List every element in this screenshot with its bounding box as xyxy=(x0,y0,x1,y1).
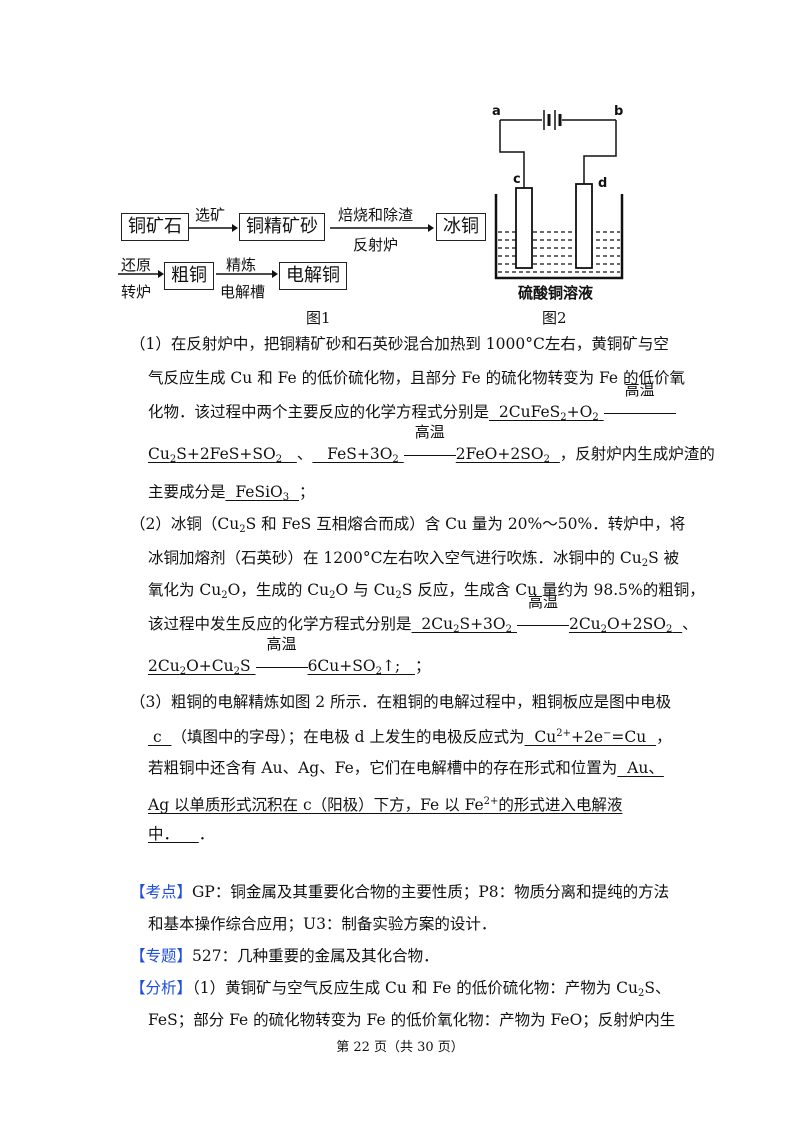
flow-box-concentrate: 铜精矿砂 xyxy=(239,213,325,241)
terminal-a-label: a xyxy=(492,104,501,119)
arrow-label-refining: 精炼 xyxy=(226,256,257,274)
electrode-c-label: c xyxy=(513,172,521,187)
kaodian-tag: 【考点】 xyxy=(130,883,193,901)
zhuanti-line: 【专题】527：几种重要的金属及其化合物． xyxy=(130,947,439,965)
q1-line2: 气反应生成 Cu 和 Fe 的低价硫化物，且部分 Fe 的硫化物转变为 Fe 的… xyxy=(148,369,685,387)
electrode-d xyxy=(575,183,593,269)
q3-answer-part2: Ag 以单质形式沉积在 c（阳极）下方，Fe 以 Fe2+的形式进入电解液 xyxy=(148,796,623,814)
q1-line1: （1）在反射炉中，把铜精矿砂和石英砂混合加热到 1000°C左右，黄铜矿与空 xyxy=(130,335,669,353)
flow-box-electrolytic-copper: 电解铜 xyxy=(279,262,347,290)
flow-box-ore: 铜矿石 xyxy=(121,213,189,241)
q3-line2: c （填图中的字母）；在电极 d 上发生的电极反应式为 Cu2++2e−=Cu … xyxy=(148,722,672,749)
flow-box-matte: 冰铜 xyxy=(436,213,486,241)
arrow-label-roasting: 焙烧和除渣 xyxy=(338,206,414,224)
arrow-icon xyxy=(330,224,434,232)
q3-answer-half-reaction: Cu2++2e−=Cu xyxy=(534,728,647,746)
arrow-label-electrolytic-cell: 电解槽 xyxy=(220,283,266,301)
q3-line1: （3）粗铜的电解精炼如图 2 所示．在粗铜的电解过程中，粗铜板应是图中电极 xyxy=(130,693,672,711)
q1-answer-eq1-part1: 2CuFeS2+O2 xyxy=(489,403,599,423)
arrow-label-converter: 转炉 xyxy=(121,283,152,301)
electrolysis-apparatus-diagram xyxy=(494,110,624,280)
figure-1-caption: 图1 xyxy=(306,309,331,327)
q1-line5: 主要成分是 FeSiO3 ； xyxy=(148,483,315,503)
flow-box-crude-copper: 粗铜 xyxy=(164,262,214,290)
solution-label: 硫酸铜溶液 xyxy=(518,284,594,302)
battery-icon xyxy=(543,110,562,130)
q2-line2: 冰铜加熔剂（石英砂）在 1200°C左右吹入空气进行吹炼．冰铜中的 Cu2S 被 xyxy=(148,549,680,569)
q2-line1: （2）冰铜（Cu2S 和 FeS 互相熔合而成）含 Cu 量为 20%～50%．… xyxy=(130,515,686,535)
q3-line3: 若粗铜中还含有 Au、Ag、Fe，它们在电解槽中的存在形式和位置为 Au、 xyxy=(148,759,664,777)
q1-answer-eq1-part2: Cu2S+2FeS+SO2 xyxy=(148,445,283,465)
fenxi-line2: FeS；部分 Fe 的硫化物转变为 Fe 的低价氧化物：产物为 FeO；反射炉内… xyxy=(148,1011,676,1029)
q3-line5: 中． ． xyxy=(148,825,215,843)
q1-answer-slag: FeSiO3 xyxy=(235,483,290,503)
q2-line3: 氧化为 Cu2O，生成的 Cu2O 与 Cu2S 反应，生成含 Cu 量约为 9… xyxy=(148,581,705,601)
arrow-label-beneficiation: 选矿 xyxy=(195,206,226,224)
terminal-b-label: b xyxy=(614,104,624,119)
q3-line4: Ag 以单质形式沉积在 c（阳极）下方，Fe 以 Fe2+的形式进入电解液 xyxy=(148,790,622,817)
arrow-icon xyxy=(216,270,278,278)
kaodian-line1: 【考点】GP：铜金属及其重要化合物的主要性质；P8：物质分离和提纯的方法 xyxy=(130,883,670,901)
q3-answer-electrode: c xyxy=(152,728,162,746)
page-number: 第 22 页（共 30 页） xyxy=(336,1040,464,1055)
electrode-d-label: d xyxy=(598,176,608,191)
fenxi-tag: 【分析】 xyxy=(130,979,193,997)
figure-2-caption: 图2 xyxy=(542,309,567,327)
arrow-label-reverberatory: 反射炉 xyxy=(353,236,399,254)
q1-line3: 化物．该过程中两个主要反应的化学方程式分别是 2CuFeS2+O2 高温 xyxy=(148,381,676,430)
kaodian-line2: 和基本操作综合应用；U3：制备实验方案的设计． xyxy=(148,915,497,933)
q3-answer-part1: Au、 xyxy=(627,759,664,777)
electrode-c xyxy=(515,187,533,269)
arrow-icon xyxy=(188,224,238,232)
fenxi-line1: 【分析】（1）黄铜矿与空气反应生成 Cu 和 Fe 的低价硫化物：产物为 Cu2… xyxy=(130,979,671,999)
arrow-icon xyxy=(118,270,164,278)
q3-answer-part3: 中． xyxy=(148,825,180,843)
arrow-label-reduction: 还原 xyxy=(121,256,152,274)
zhuanti-tag: 【专题】 xyxy=(130,947,193,965)
